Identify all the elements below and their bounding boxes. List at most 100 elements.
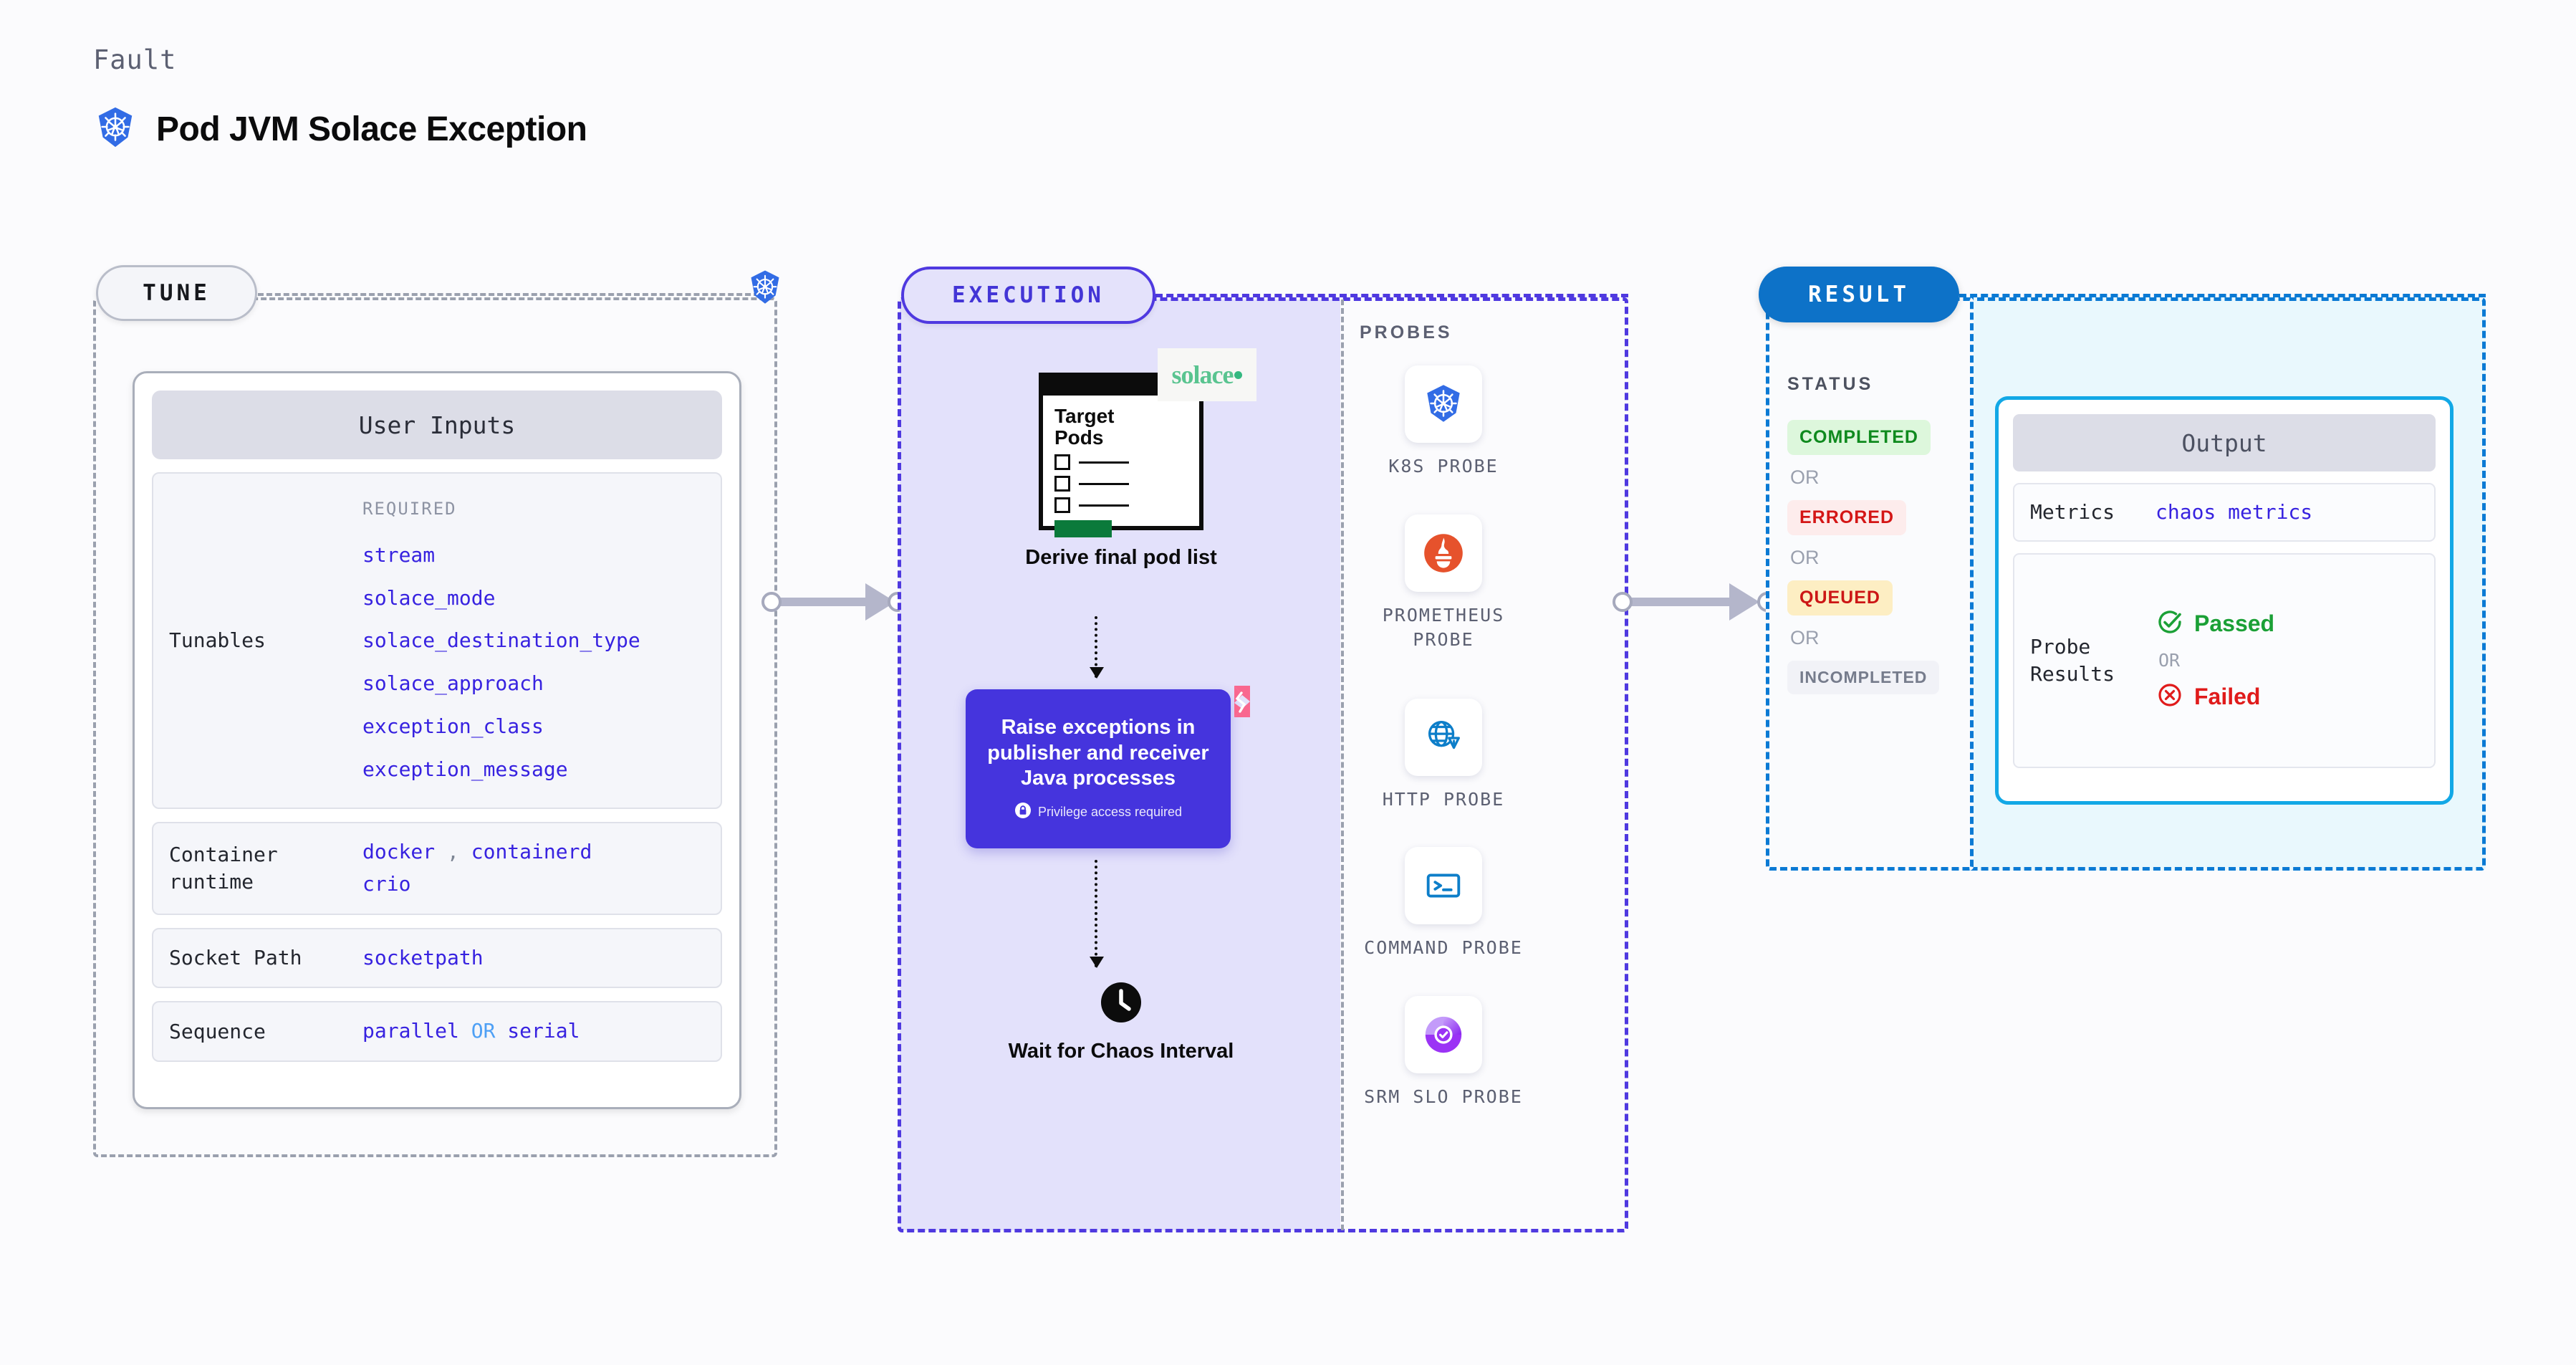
probe-label: SRM SLO PROBE <box>1364 1086 1523 1107</box>
user-inputs-title: User Inputs <box>152 391 722 459</box>
tunable-exception-message[interactable]: exception_message <box>362 757 568 781</box>
probe-prometheus[interactable]: PROMETHEUS PROBE <box>1357 514 1529 652</box>
tunable-solace-destination-type[interactable]: solace_destination_type <box>362 628 640 653</box>
tunable-exception-class[interactable]: exception_class <box>362 714 544 738</box>
result-stage-pill[interactable]: RESULT <box>1759 267 1959 322</box>
probe-label: K8S PROBE <box>1388 456 1499 476</box>
tunable-stream[interactable]: stream <box>362 542 436 567</box>
sequence-serial[interactable]: serial <box>507 1019 580 1043</box>
raise-exceptions-text: Raise exceptions in publisher and receiv… <box>987 716 1209 790</box>
privilege-note-row: Privilege access required <box>1014 802 1182 823</box>
lock-icon <box>1014 802 1032 823</box>
raise-exceptions-step[interactable]: Raise exceptions in publisher and receiv… <box>966 689 1231 848</box>
derive-caption: Derive final pod list <box>1025 546 1217 569</box>
checkbox-icon <box>1054 454 1070 471</box>
solace-logo: solace <box>1158 348 1256 401</box>
page-header: Fault <box>93 44 587 153</box>
output-row-key: Probe Results <box>2030 635 2115 686</box>
runtime-docker[interactable]: docker <box>362 840 436 863</box>
srm-slo-icon <box>1405 996 1482 1073</box>
probe-result-passed: Passed <box>2156 608 2274 640</box>
checkbox-icon <box>1054 497 1070 514</box>
tune-row-key: Container runtime <box>169 843 278 894</box>
tune-row-socket-path: Socket Path socketpath <box>152 927 722 989</box>
tune-row-values: REQUIRED stream solace_mode solace_desti… <box>362 495 640 785</box>
http-globe-warning-icon <box>1405 699 1482 776</box>
tune-dashed-connector <box>258 293 759 296</box>
metrics-value[interactable]: chaos metrics <box>2156 500 2313 525</box>
runtime-separator: , <box>447 840 459 863</box>
status-label: STATUS <box>1787 374 1874 394</box>
pod-list-item <box>1054 497 1192 514</box>
check-circle-icon <box>2156 608 2184 640</box>
probe-label: HTTP PROBE <box>1382 789 1505 810</box>
tune-row-sequence: Sequence parallel OR serial <box>152 1001 722 1063</box>
solace-logo-text: solace <box>1171 360 1234 389</box>
execution-stage-pill[interactable]: EXECUTION <box>901 267 1155 324</box>
probe-label: PROMETHEUS PROBE <box>1382 605 1505 650</box>
probe-http[interactable]: HTTP PROBE <box>1357 699 1529 812</box>
kubernetes-icon <box>93 105 138 153</box>
probe-label: COMMAND PROBE <box>1364 937 1523 958</box>
output-card: Output Metrics chaos metrics Probe Resul… <box>1995 396 2454 805</box>
probe-result-failed: Failed <box>2156 681 2274 713</box>
wait-for-chaos-interval-block: Wait for Chaos Interval <box>960 982 1282 1064</box>
sequence-or: OR <box>471 1019 496 1043</box>
status-badge: QUEUED <box>1787 580 1893 616</box>
kubernetes-icon <box>1405 365 1482 443</box>
status-badge: ERRORED <box>1787 500 1907 535</box>
pod-list-item <box>1054 454 1192 471</box>
output-title: Output <box>2013 414 2436 471</box>
result-dashed-connector <box>1959 294 2486 297</box>
status-or: OR <box>1790 466 1820 488</box>
prometheus-icon <box>1405 514 1482 592</box>
passed-label: Passed <box>2194 610 2275 637</box>
runtime-crio[interactable]: crio <box>362 871 411 896</box>
flow-arrow-down <box>1090 860 1104 968</box>
probe-command[interactable]: COMMAND PROBE <box>1357 847 1529 960</box>
flow-arrow-down <box>1090 616 1104 679</box>
status-list: COMPLETED OR ERRORED OR QUEUED OR INCOMP… <box>1787 420 1966 694</box>
wait-caption: Wait for Chaos Interval <box>1008 1040 1234 1063</box>
probe-k8s[interactable]: K8S PROBE <box>1357 365 1529 479</box>
terminal-icon <box>1405 847 1482 924</box>
tunable-solace-mode[interactable]: solace_mode <box>362 585 496 610</box>
connector-execution-to-result <box>1613 583 1777 621</box>
probes-section-title: PROBES <box>1360 322 1453 343</box>
execution-region <box>898 297 1628 1232</box>
privilege-note-text: Privilege access required <box>1037 804 1183 819</box>
tune-stage-pill[interactable]: TUNE <box>96 265 257 321</box>
probes-divider <box>1341 300 1344 1230</box>
connector-line <box>1623 598 1736 606</box>
status-or: OR <box>1790 627 1820 648</box>
clock-icon <box>960 982 1282 1027</box>
tune-row-key: Socket Path <box>169 946 302 970</box>
tune-row-tunables: Tunables REQUIRED stream solace_mode sol… <box>152 472 722 809</box>
runtime-containerd[interactable]: containerd <box>471 840 592 863</box>
confirm-bar <box>1054 520 1112 538</box>
tune-region <box>93 297 777 1157</box>
tunable-solace-approach[interactable]: solace_approach <box>362 671 544 696</box>
placeholder-line <box>1079 504 1129 507</box>
socket-path-value[interactable]: socketpath <box>362 945 484 969</box>
page-title: Pod JVM Solace Exception <box>156 110 587 148</box>
tune-row-values: docker , containerd crio <box>362 836 592 901</box>
required-label: REQUIRED <box>362 499 457 519</box>
probe-srm-slo[interactable]: SRM SLO PROBE <box>1357 996 1529 1109</box>
pod-list-item <box>1054 476 1192 492</box>
execution-dashed-connector <box>1155 294 1628 297</box>
sequence-parallel[interactable]: parallel <box>362 1019 459 1043</box>
connector-arrowhead <box>1729 583 1759 621</box>
kubernetes-icon <box>746 269 784 310</box>
page-title-row: Pod JVM Solace Exception <box>93 105 587 153</box>
tune-row-values: parallel OR serial <box>362 1015 580 1048</box>
failed-label: Failed <box>2194 684 2261 710</box>
connector-start-dot <box>1613 592 1633 612</box>
probe-results-or: OR <box>2158 650 2181 671</box>
connector-tune-to-execution <box>761 583 908 621</box>
solace-logo-dot <box>1234 370 1243 379</box>
